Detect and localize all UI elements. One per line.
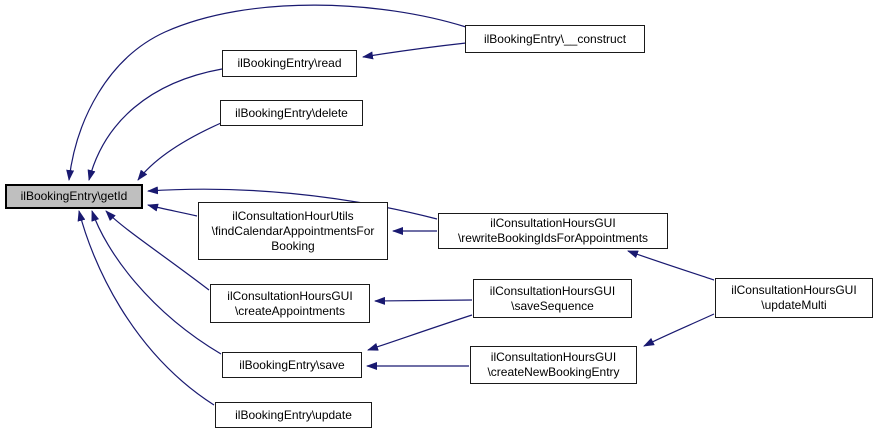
- node-label: ilBookingEntry\save: [239, 357, 345, 372]
- node-label: ilBookingEntry\read: [237, 56, 342, 70]
- node-ilbookingentry-construct[interactable]: ilBookingEntry\__construct: [465, 25, 645, 53]
- node-ilconsultationhoursgui-rewritebookingidsforappointments[interactable]: ilConsultationHoursGUI \rewriteBookingId…: [438, 213, 668, 249]
- node-ilconsultationhourutils-findcalendarappointmentsforbooking[interactable]: ilConsultationHourUtils \findCalendarApp…: [198, 202, 388, 260]
- node-ilconsultationhoursgui-savesequence[interactable]: ilConsultationHoursGUI \saveSequence: [473, 279, 632, 318]
- node-label: ilBookingEntry\delete: [235, 105, 348, 120]
- node-ilbookingentry-getid: ilBookingEntry\getId: [5, 184, 143, 209]
- edge-construct-to-getid: [66, 4, 467, 181]
- node-label: ilBookingEntry\update: [235, 407, 352, 422]
- edge-rewrite-to-getid: [147, 186, 438, 220]
- node-label: ilConsultationHoursGUI \createAppointmen…: [227, 288, 353, 318]
- node-ilbookingentry-save[interactable]: ilBookingEntry\save: [222, 352, 362, 378]
- node-label: ilBookingEntry\__construct: [483, 31, 627, 46]
- node-ilconsultationhoursgui-createappointments[interactable]: ilConsultationHoursGUI \createAppointmen…: [210, 284, 370, 323]
- node-label: ilBookingEntry\getId: [20, 189, 128, 203]
- edge-construct-to-read: [362, 42, 467, 60]
- edge-findcalendar-to-getid: [147, 203, 198, 217]
- node-label: ilConsultationHoursGUI \saveSequence: [489, 283, 616, 313]
- edge-savesequence-to-createappointments: [374, 296, 473, 305]
- node-label: ilConsultationHoursGUI \updateMulti: [731, 283, 857, 312]
- node-ilconsultationhoursgui-createnewbookingentry[interactable]: ilConsultationHoursGUI \createNewBooking…: [470, 346, 637, 384]
- edge-updatemulti-to-rewrite: [627, 250, 715, 281]
- node-ilbookingentry-read[interactable]: ilBookingEntry\read: [222, 50, 357, 77]
- node-ilbookingentry-delete[interactable]: ilBookingEntry\delete: [220, 100, 363, 126]
- edge-updatemulti-to-createnewbookingentry: [643, 313, 715, 347]
- node-ilconsultationhoursgui-updatemulti[interactable]: ilConsultationHoursGUI \updateMulti: [715, 278, 873, 318]
- edge-read-to-getid: [87, 68, 223, 181]
- edge-delete-to-getid: [137, 122, 222, 181]
- node-label: ilConsultationHoursGUI \createNewBooking…: [487, 350, 620, 379]
- edge-createappointments-to-getid: [105, 210, 210, 291]
- edge-update-to-getid: [77, 210, 215, 406]
- edge-save-to-getid: [91, 210, 222, 355]
- node-label: ilConsultationHourUtils \findCalendarApp…: [211, 208, 375, 253]
- edge-savesequence-to-save: [367, 314, 473, 351]
- node-ilbookingentry-update[interactable]: ilBookingEntry\update: [215, 402, 372, 428]
- node-label: ilConsultationHoursGUI \rewriteBookingId…: [457, 216, 649, 245]
